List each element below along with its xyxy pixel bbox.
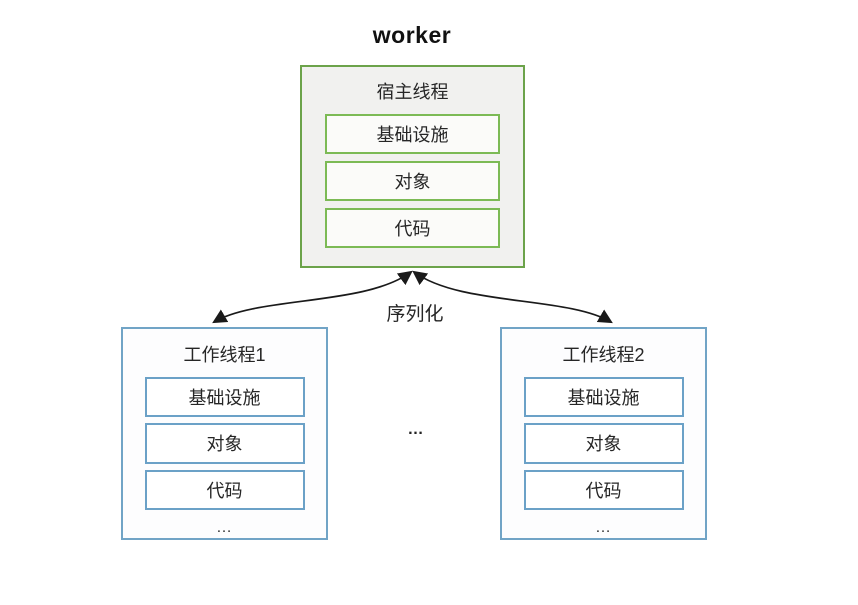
worker1-item-object: 对象 (144, 423, 305, 464)
host-item-infrastructure: 基础设施 (325, 114, 500, 154)
worker2-item-infrastructure: 基础设施 (523, 377, 684, 418)
host-thread-label: 宿主线程 (376, 82, 449, 102)
host-item-object: 对象 (325, 161, 500, 201)
worker-thread-2-label: 工作线程2 (562, 345, 645, 365)
host-item-code: 代码 (325, 208, 500, 248)
worker-thread-1-box: 工作线程1 基础设施 对象 代码 … (121, 327, 328, 540)
worker-thread-2-box: 工作线程2 基础设施 对象 代码 … (500, 327, 707, 540)
worker1-item-infrastructure: 基础设施 (144, 377, 305, 418)
worker1-item-code: 代码 (144, 469, 305, 510)
more-workers-ellipsis: … (407, 421, 425, 438)
worker2-item-code: 代码 (523, 469, 684, 510)
serialization-label: 序列化 (386, 304, 444, 325)
diagram-title: worker (372, 22, 452, 48)
worker2-ellipsis: … (595, 518, 612, 536)
host-thread-box: 宿主线程 基础设施 对象 代码 (300, 65, 525, 268)
worker1-ellipsis: … (216, 518, 233, 536)
worker2-item-object: 对象 (523, 423, 684, 464)
worker-thread-1-label: 工作线程1 (183, 345, 266, 365)
